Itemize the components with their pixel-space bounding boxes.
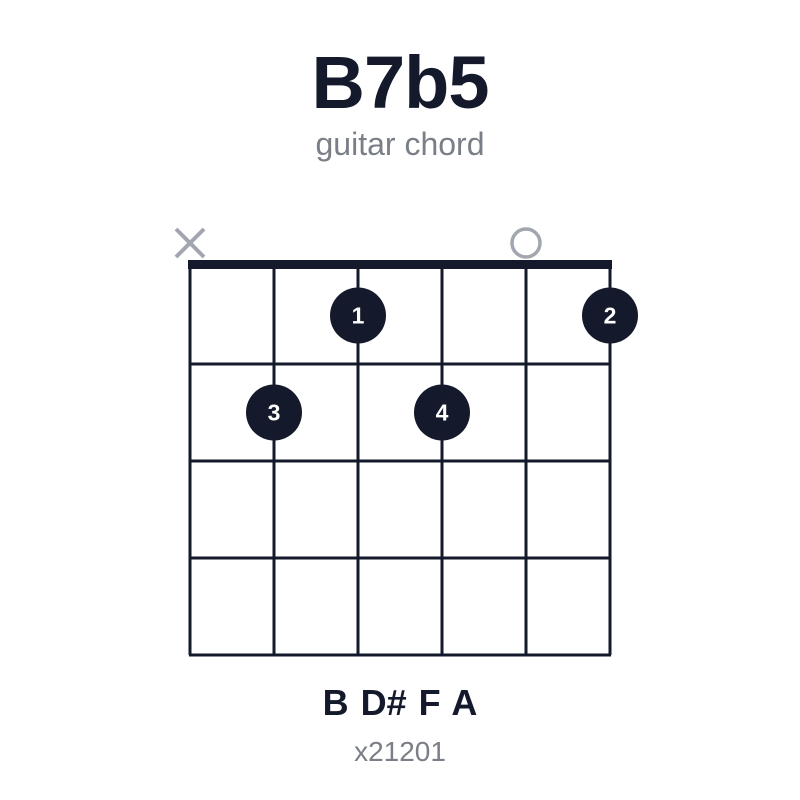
finger-number: 2 <box>604 303 617 329</box>
finger-number: 4 <box>436 400 449 426</box>
chord-fingering: x21201 <box>354 736 446 767</box>
fretboard-grid <box>188 260 612 657</box>
chord-subtitle: guitar chord <box>315 126 485 162</box>
finger-number: 1 <box>352 303 365 329</box>
finger-positions: 1 2 3 4 <box>246 287 638 441</box>
nut <box>188 260 612 269</box>
open-string-icon <box>510 227 542 259</box>
muted-string-icon <box>174 227 206 259</box>
chord-notes: B D# F A <box>322 682 478 723</box>
chord-title: B7b5 <box>311 41 490 124</box>
finger-dot: 3 <box>246 384 302 441</box>
finger-dot: 1 <box>330 287 386 344</box>
finger-dot: 2 <box>582 287 638 344</box>
string-markers <box>174 227 542 259</box>
finger-number: 3 <box>268 400 281 426</box>
finger-dot: 4 <box>414 384 470 441</box>
